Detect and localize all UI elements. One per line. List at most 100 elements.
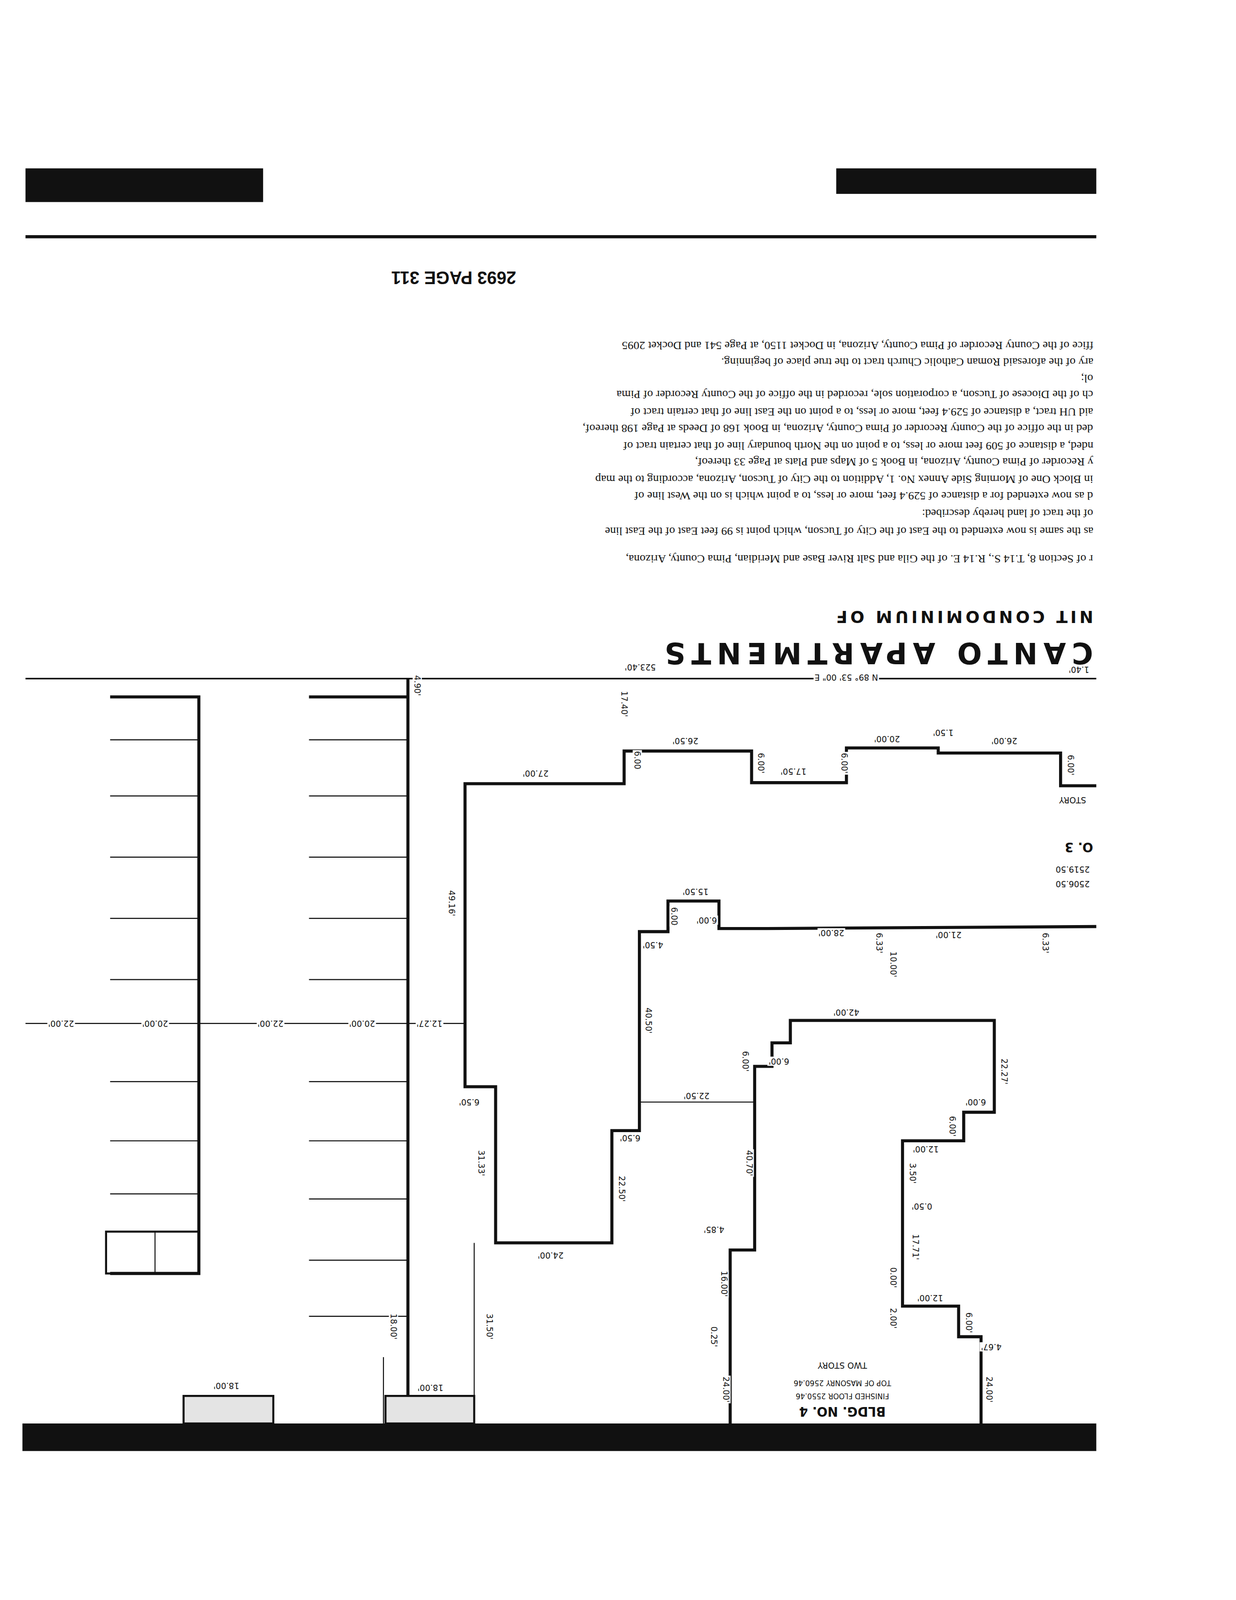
dimension-label: 3.50' [908, 1161, 918, 1185]
dimension-label: 6.00' [756, 751, 766, 775]
dimension-label: 0.00' [888, 1266, 899, 1289]
dimension-label: 4.50' [641, 940, 665, 950]
parking-line [110, 696, 199, 1273]
dimension-label: 42.00' [832, 1007, 861, 1017]
dimension-line [25, 1022, 466, 1024]
dimension-label: 6.00' [839, 751, 850, 775]
dimension-label: 22.50' [682, 1091, 711, 1101]
parking-line [406, 678, 410, 1424]
dimension-label: 12.00' [916, 1293, 944, 1303]
parking-box [106, 1231, 199, 1273]
legal-description: ded in the office of the County Recorder… [582, 422, 1094, 435]
subtitle: NIT CONDOMINIUM OF [833, 606, 1094, 625]
dimension-label: 10.00' [888, 950, 899, 978]
dimension-label: 1.50' [932, 728, 955, 738]
dimension-label: 20.00' [141, 1018, 169, 1029]
dimension-label: 18.00' [212, 1380, 240, 1391]
dimension-label: 4.90' [412, 674, 422, 698]
building-label: TWO STORY [816, 1360, 869, 1370]
dimension-label: 31.33' [476, 1149, 487, 1177]
dimension-label: 6.00' [964, 1310, 974, 1334]
legal-description: ch of the Diocese of Tucson, a corporati… [616, 388, 1094, 401]
dimension-label: 17.50' [779, 766, 808, 777]
dimension-label: 27.00' [521, 768, 550, 778]
dimension-label: 6.50' [458, 1097, 481, 1107]
border-line [25, 235, 1097, 238]
dimension-line [639, 1101, 755, 1103]
legal-description: aid UH tract, a distance of 529.4 feet, … [630, 405, 1094, 419]
dimension-label: 6.50' [618, 1132, 642, 1142]
dimension-label: 6.33' [874, 931, 884, 954]
dimension-label: 21.00' [934, 929, 963, 939]
scan-bar [25, 168, 264, 202]
parking-stalls [110, 739, 408, 1316]
building-outline [464, 747, 1096, 1243]
dimension-label: 4.85' [702, 1224, 726, 1235]
legal-description: ary of the aforesaid Roman Catholic Chur… [721, 355, 1094, 369]
dimension-label: 22.50' [617, 1174, 627, 1203]
dimension-label: 4.67' [980, 1342, 1003, 1352]
dimension-label: 6.00 [669, 905, 679, 927]
legal-description: y Recorder of Pima County, Arizona, in B… [695, 455, 1094, 469]
dimension-label: 16.00' [719, 1269, 729, 1298]
dimension-label: 12.27' [415, 1018, 444, 1029]
dimension-label: 22.00' [256, 1018, 285, 1029]
scan-bar [836, 168, 1097, 194]
building-outline [729, 1020, 995, 1424]
dimension-label: 2.00' [888, 1306, 899, 1330]
dimension-label: 28.00' [817, 927, 845, 937]
legal-description: d as now extended for a distance of 529.… [634, 489, 1094, 503]
dimension-label: 6.00' [1066, 753, 1076, 777]
dimension-label: 31.50' [485, 1312, 495, 1340]
parking-line [309, 695, 409, 698]
parking-box [154, 1231, 156, 1273]
elevation: 2506.50 [1054, 878, 1091, 888]
elevation: 2519.50 [1054, 864, 1091, 874]
wall-block [385, 1395, 475, 1424]
dimension-label: N 89° 53' 00" E [813, 672, 880, 682]
dimension-label: 22.00' [47, 1018, 76, 1029]
building-label: BLDG. NO. 4 [798, 1403, 888, 1418]
dimension-label: 22.27' [999, 1057, 1010, 1085]
dimension-label: 6.33' [1040, 931, 1050, 954]
dimension-label: 6.00' [767, 1056, 791, 1066]
scan-bar [22, 1423, 1096, 1451]
dimension-label: 6.00 [633, 749, 643, 771]
dimension-label: 49.16' [447, 888, 457, 917]
elevation: FINISHED FLOOR 2550.46 [794, 1391, 891, 1400]
dimension-label: 6.00' [948, 1114, 958, 1138]
dimension-label: 15.50' [681, 887, 710, 897]
dimension-label: 26.00' [990, 736, 1019, 746]
property-line [25, 677, 1097, 680]
building-label: STORY [1058, 795, 1088, 805]
dimension-label: 6.00' [741, 1049, 751, 1073]
dimension-label: 12.00' [912, 1143, 940, 1154]
dimension-label: 523.40' [623, 662, 657, 672]
legal-description: as the same is now extended to the East … [604, 524, 1094, 538]
dimension-label: 18.00' [389, 1312, 399, 1340]
dimension-label: 0.50' [910, 1201, 934, 1211]
plat-title: CANTO APARTMENTS [658, 636, 1094, 669]
docket-number: 2693 PAGE 311 [391, 268, 517, 288]
dimension-label: 24.00' [536, 1250, 565, 1260]
legal-description: nded, a distance of 509 feet more or les… [623, 439, 1094, 453]
dimension-label: 6.00' [695, 915, 719, 925]
legal-description: in Block One of Morning Side Annex No. 1… [595, 473, 1094, 486]
dimension-label: 1.40' [1067, 664, 1091, 674]
dimension-label: 24.00' [721, 1375, 731, 1404]
building-label: O. 3 [1063, 839, 1095, 855]
dimension-label: 6.00' [964, 1097, 988, 1107]
legal-description: of the tract of land hereby described: [921, 506, 1094, 520]
legal-description: ffice of the County Recorder of Pima Cou… [621, 339, 1094, 352]
elevation: TOP OF MASONRY 2560.46 [792, 1378, 892, 1387]
dimension-label: 0.25' [709, 1325, 719, 1348]
dimension-label: 20.00' [348, 1018, 376, 1029]
dimension-label: 17.40' [619, 689, 629, 718]
dimension-label: 24.00' [984, 1375, 994, 1404]
legal-description: r of Section 8, T.14 S., R.14 E. of the … [625, 552, 1094, 566]
legal-description: ol; [1080, 372, 1094, 385]
dimension-label: 18.00' [416, 1382, 444, 1393]
dimension-line [382, 1356, 384, 1424]
wall-block [183, 1395, 274, 1424]
